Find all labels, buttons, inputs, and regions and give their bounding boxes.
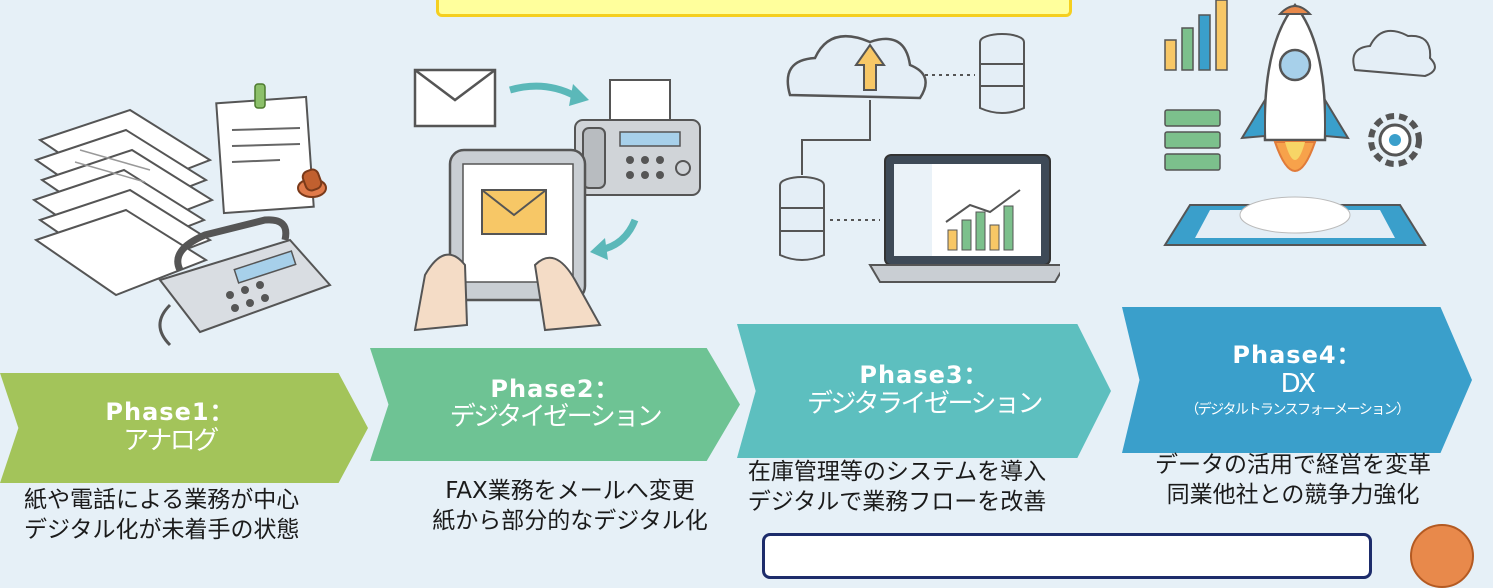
phase4-arrow: Phase4： DX （デジタルトランスフォーメーション） — [1122, 307, 1472, 453]
laptop-icon — [868, 154, 1060, 283]
rocket-icon — [1163, 3, 1427, 246]
phase3-arrow: Phase3： デジタライゼーション — [737, 324, 1111, 458]
phase1-desc-line2: デジタル化が未着手の状態 — [24, 516, 300, 543]
arrow-icon — [509, 82, 639, 260]
phase3-desc-line1: 在庫管理等のシステムを導入 — [747, 459, 1047, 485]
phase4-note: （デジタルトランスフォーメーション） — [1185, 401, 1410, 418]
phase1-subtitle: アナログ — [123, 425, 219, 456]
phase3-desc-line2: デジタルで業務フローを改善 — [747, 488, 1047, 515]
phase3-description: 在庫管理等のシステムを導入 デジタルで業務フローを改善 — [737, 458, 1057, 518]
paper-stack-icon — [31, 108, 215, 297]
phase2-arrow: Phase2： デジタイゼーション — [370, 348, 740, 461]
bar-chart-icon — [1164, 0, 1228, 71]
cloud-upload-icon — [786, 34, 975, 100]
phase4-subtitle: DX — [1280, 368, 1316, 399]
database-icon — [779, 33, 1025, 261]
mascot-icon — [1410, 524, 1474, 588]
phase2-desc-line2: 紙から部分的なデジタル化 — [432, 507, 708, 534]
phase4-title: Phase4： — [1232, 341, 1362, 370]
phase2-desc-line1: FAX業務をメールへ変更 — [445, 478, 695, 504]
hand-icon — [413, 253, 602, 332]
phase3-subtitle: デジタライゼーション — [807, 388, 1043, 419]
phase1-illustration — [31, 83, 332, 347]
phase2-illustration — [413, 68, 701, 332]
phase1-desc-line1: 紙や電話による業務が中心 — [24, 487, 300, 513]
stamp-icon — [297, 168, 327, 198]
summary-box — [762, 533, 1372, 579]
document-icon — [215, 83, 315, 215]
phase2-subtitle: デジタイゼーション — [449, 402, 663, 433]
phase4-desc-line1: データの活用で経営を変革 — [1155, 452, 1431, 478]
server-icon — [1164, 109, 1221, 171]
chart-icon — [945, 189, 1021, 251]
phase4-description: データの活用で経営を変革 同業他社との競争力強化 — [1128, 451, 1458, 511]
phase1-title: Phase1： — [105, 398, 235, 427]
title-banner — [436, 0, 1072, 17]
fax-icon — [574, 79, 701, 196]
gear-icon — [1368, 113, 1422, 167]
phase1-arrow: Phase1： アナログ — [0, 373, 368, 483]
phase1-description: 紙や電話による業務が中心 デジタル化が未着手の状態 — [24, 486, 300, 546]
phase3-title: Phase3： — [859, 361, 989, 390]
phase2-description: FAX業務をメールへ変更 紙から部分的なデジタル化 — [410, 477, 730, 537]
envelope-icon — [413, 68, 497, 128]
telephone-icon — [158, 216, 332, 347]
cloud-icon — [1352, 29, 1436, 78]
phase3-illustration — [779, 33, 1060, 283]
phase4-illustration — [1163, 0, 1436, 246]
phase2-title: Phase2： — [490, 374, 620, 403]
phase4-desc-line2: 同業他社との競争力強化 — [1166, 481, 1420, 508]
